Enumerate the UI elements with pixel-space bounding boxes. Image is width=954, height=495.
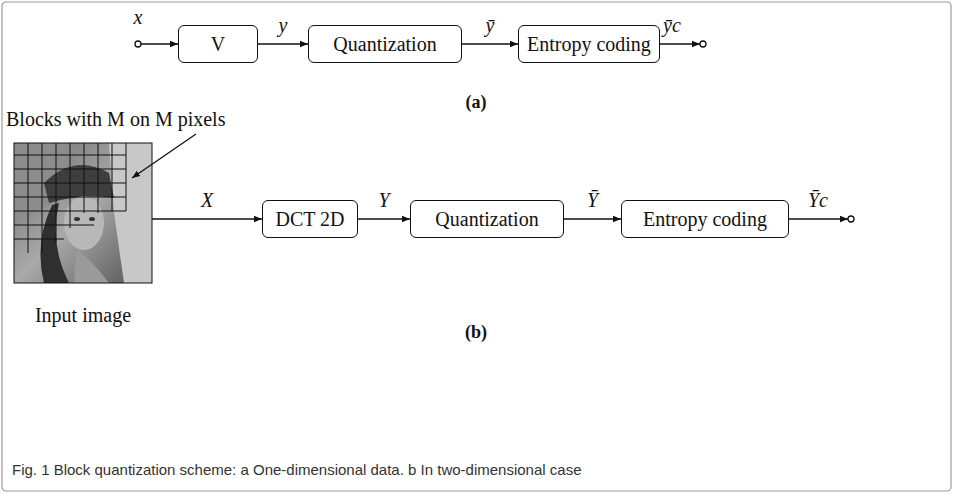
entropy-coding-box: Entropy coding [621, 200, 789, 238]
signal-arrow [152, 218, 262, 219]
transform-box: DCT 2D [262, 200, 358, 238]
signal-name: X [201, 188, 213, 212]
box-label: Entropy coding [527, 32, 651, 56]
signal-arrow [358, 218, 410, 219]
input-image-picture [14, 143, 152, 283]
box-label: Entropy coding [630, 207, 780, 231]
entropy-coding-box: Entropy coding [518, 25, 660, 63]
signal-arrow [564, 218, 621, 219]
signal-name: ȳ [486, 13, 495, 37]
leader-arrow [132, 134, 196, 178]
signal-b [789, 216, 854, 222]
image-caption: Input image [35, 303, 131, 327]
signal-name: x [134, 5, 143, 29]
subfigure-label: (a) [466, 90, 487, 114]
signal-arrow [258, 43, 308, 44]
box-label: V [187, 32, 249, 56]
signal-name: y [279, 13, 288, 37]
signal-name: Y [378, 188, 389, 212]
quantization-box: Quantization [308, 25, 462, 63]
signal-name: Ȳc [808, 188, 828, 212]
box-label: Quantization [419, 207, 555, 231]
box-label: DCT 2D [271, 207, 349, 231]
transform-box: V [178, 25, 258, 63]
box-label: Quantization [317, 32, 453, 56]
input-image: Input image [14, 143, 152, 283]
annotation: Blocks with M on M pixels [6, 107, 225, 131]
quantization-box: Quantization [410, 200, 564, 238]
signal-name: Ȳ [587, 188, 598, 212]
figure-caption: Fig. 1 Block quantization scheme: a One-… [12, 461, 581, 479]
signal-name: ȳc [663, 13, 681, 37]
subfigure-label: (b) [465, 320, 487, 344]
signal-arrow [462, 43, 518, 44]
